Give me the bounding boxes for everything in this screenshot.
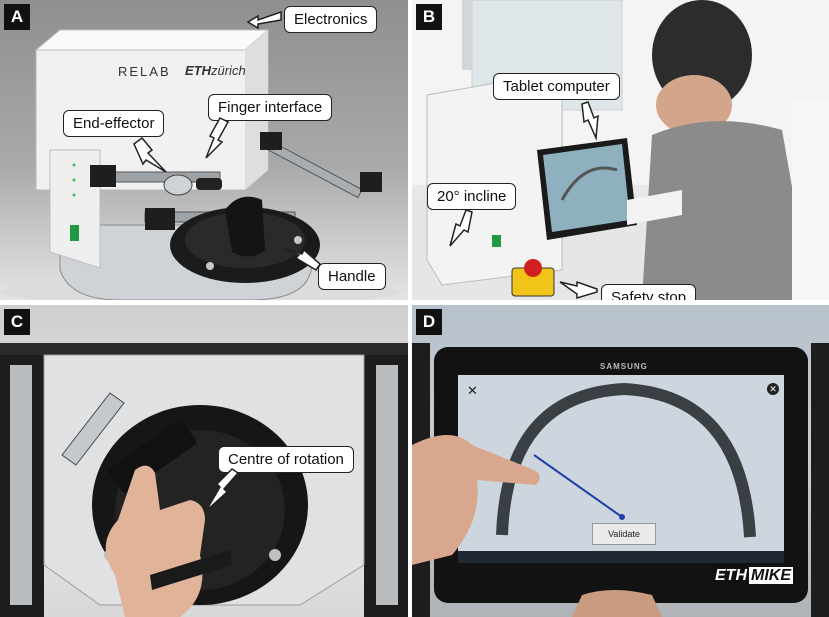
callout-arrows bbox=[449, 101, 599, 300]
tablet-brand-label: SAMSUNG bbox=[600, 362, 648, 371]
arrow-icon bbox=[205, 468, 240, 512]
label-safety-stop: Safety stop bbox=[601, 284, 697, 300]
arrow-icon bbox=[281, 247, 321, 272]
label-tablet-computer: Tablet computer bbox=[493, 73, 620, 100]
label-centre-of-rotation: Centre of rotation bbox=[218, 446, 354, 473]
label-electronics: Electronics bbox=[284, 6, 378, 33]
tablet-task-illustration bbox=[412, 343, 829, 617]
arrow-icon bbox=[449, 209, 473, 247]
arrow-icon bbox=[205, 117, 230, 159]
tools-icon[interactable]: ✕ bbox=[467, 383, 478, 398]
arrow-icon bbox=[246, 10, 282, 30]
panel-letter: D bbox=[416, 309, 442, 335]
arrow-icon bbox=[133, 136, 167, 173]
panel-letter: A bbox=[4, 4, 30, 30]
close-icon[interactable]: ✕ bbox=[767, 383, 779, 395]
callout-arrows bbox=[133, 10, 321, 272]
panel-c-hand-top-view-photo: C Centre of rotation bbox=[0, 305, 408, 617]
panel-a-device-photo: A RELAB ETHzürich Electronics End-effect… bbox=[0, 0, 408, 300]
panel-letter: C bbox=[4, 309, 30, 335]
label-end-effector: End-effector bbox=[63, 110, 165, 137]
arrow-icon bbox=[559, 280, 598, 300]
label-handle: Handle bbox=[318, 263, 386, 290]
label-finger-interface: Finger interface bbox=[208, 94, 333, 121]
relab-logo: RELAB bbox=[118, 64, 171, 79]
callout-arrows bbox=[205, 468, 240, 512]
eth-zurich-logo: ETHzürich bbox=[185, 63, 246, 78]
label-incline: 20° incline bbox=[427, 183, 517, 210]
validate-button[interactable]: Validate bbox=[592, 523, 656, 545]
panel-b-patient-setup-photo: B Tablet computer 20° incline Safety sto… bbox=[412, 0, 829, 300]
panel-letter: B bbox=[416, 4, 442, 30]
arrow-icon bbox=[581, 101, 599, 141]
